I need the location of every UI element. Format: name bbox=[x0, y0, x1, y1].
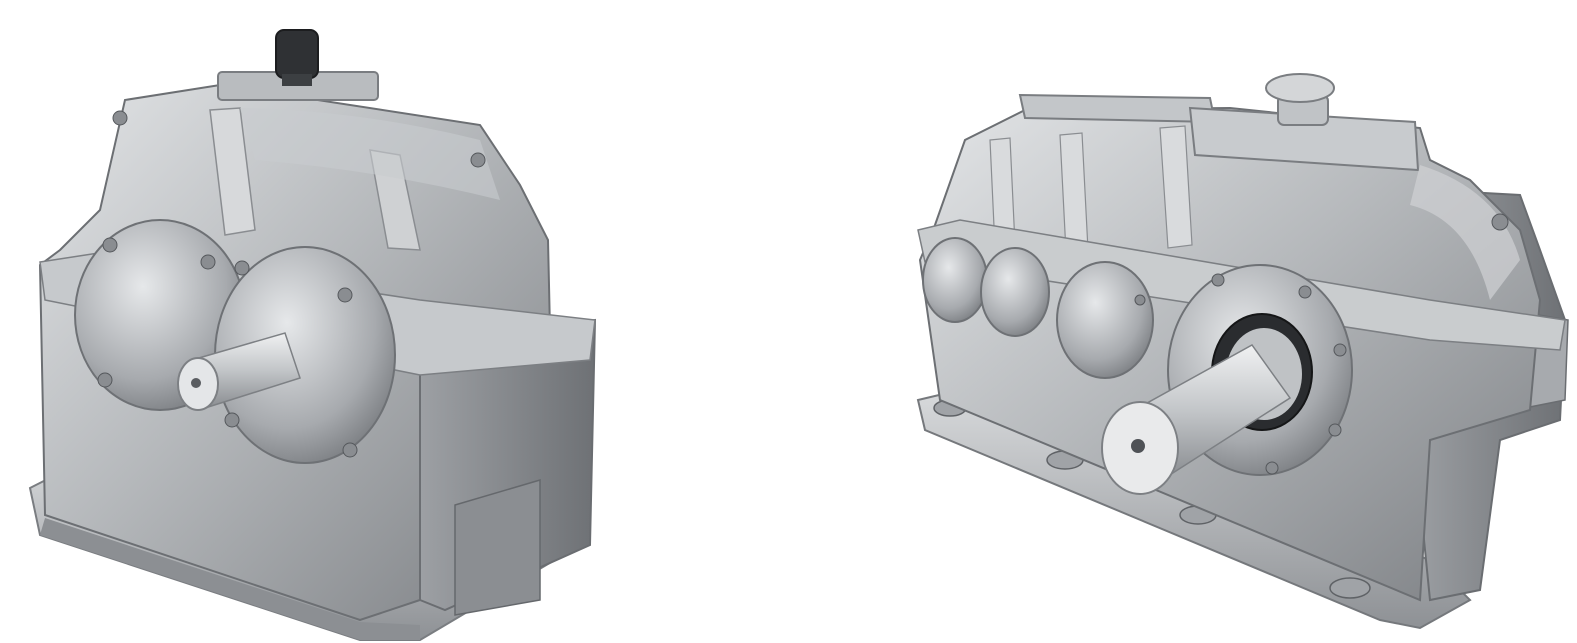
breather-cap bbox=[275, 29, 319, 79]
horizontal-gearbox bbox=[916, 73, 1569, 630]
inspection-cover bbox=[1018, 93, 1217, 124]
vertical-gearbox bbox=[28, 29, 597, 641]
inspection-cover bbox=[1188, 106, 1420, 172]
bearing-cover bbox=[922, 237, 988, 323]
bearing-cover bbox=[1056, 261, 1154, 379]
breather-cap bbox=[1265, 73, 1335, 103]
bearing-cover bbox=[980, 247, 1050, 337]
